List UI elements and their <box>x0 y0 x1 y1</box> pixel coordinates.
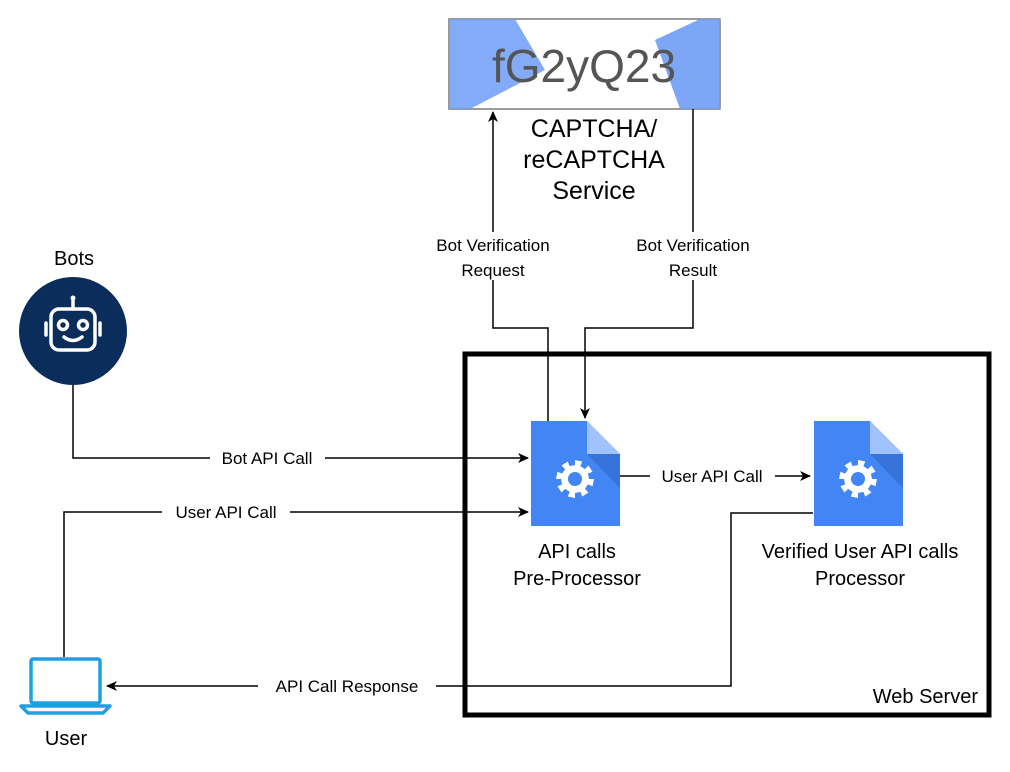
edge-bot-api-call <box>72 385 529 463</box>
preprocessor-node: API calls Pre-Processor <box>513 421 641 590</box>
web-server-border <box>462 351 992 718</box>
edge-api-call-response <box>106 512 813 691</box>
user-node: User <box>19 657 112 750</box>
edge-bot-verification-request <box>488 111 549 421</box>
robot-icon <box>44 295 102 352</box>
captcha-label-line1: CAPTCHA/ <box>531 115 657 143</box>
label-user-api-call-internal: User API Call <box>661 467 762 486</box>
web-server-container: Web Server <box>462 351 992 718</box>
gear-document-icon <box>814 421 903 526</box>
captcha-label-line3: Service <box>552 177 635 205</box>
laptop-icon <box>19 657 112 715</box>
processor-label-line2: Processor <box>815 568 905 590</box>
gear-hole <box>568 472 582 486</box>
label-bot-verification-result-line1: Bot Verification <box>636 236 749 255</box>
web-server-label: Web Server <box>873 686 979 708</box>
edge-labels: Bot Verification Request Bot Verificatio… <box>162 232 775 698</box>
processor-label-line1: Verified User API calls <box>762 541 959 563</box>
label-api-call-response: API Call Response <box>276 677 419 696</box>
captcha-noise <box>449 19 720 109</box>
processor-node: Verified User API calls Processor <box>762 421 959 590</box>
user-label: User <box>45 728 88 750</box>
label-bot-verification-result-line2: Result <box>669 261 717 280</box>
preprocessor-label-line2: Pre-Processor <box>513 568 641 590</box>
label-bot-verification-request-line2: Request <box>461 261 525 280</box>
bots-node: Bots <box>19 248 127 385</box>
bots-circle <box>19 277 127 385</box>
label-bot-api-call: Bot API Call <box>222 449 313 468</box>
captcha-service: fG2yQ23 CAPTCHA/ reCAPTCHA Service <box>448 18 721 205</box>
captcha-code: fG2yQ23 <box>492 40 676 92</box>
gear-document-icon <box>531 421 620 526</box>
label-bot-verification-request-line1: Bot Verification <box>436 236 549 255</box>
edge-bot-verification-result <box>580 109 694 419</box>
edge-user-api-call-in <box>63 507 529 657</box>
preprocessor-label-line1: API calls <box>538 541 616 563</box>
label-user-api-call-in: User API Call <box>175 503 276 522</box>
gear-hole <box>851 472 865 486</box>
captcha-label-line2: reCAPTCHA <box>523 146 665 174</box>
edges <box>63 109 813 691</box>
bots-label: Bots <box>54 248 94 270</box>
